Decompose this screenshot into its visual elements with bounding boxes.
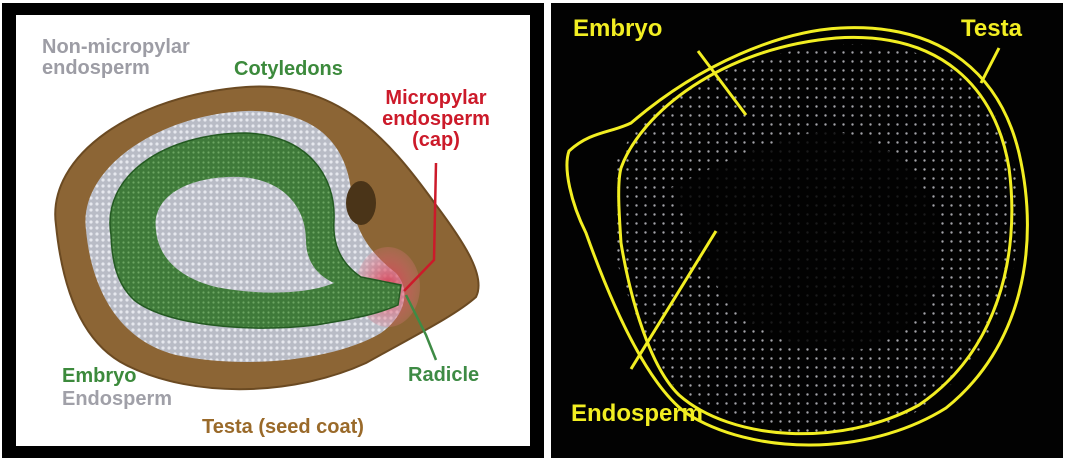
seed-schematic-illustration [551, 3, 1063, 458]
label-testa-right: Testa [961, 15, 1022, 43]
testa-leader-line [981, 48, 999, 83]
label-endosperm-right: Endosperm [571, 400, 703, 428]
label-micropylar-line1: Micropylar [366, 88, 506, 109]
label-non-micropylar-line1: Non-micropylar [42, 37, 190, 58]
label-non-micropylar-endosperm: Non-micropylar endosperm [42, 37, 190, 79]
right-diagram-frame: Embryo Testa Endosperm [551, 3, 1063, 458]
label-cotyledons: Cotyledons [234, 58, 343, 81]
label-testa-seed-coat: Testa (seed coat) [202, 416, 364, 439]
label-embryo: Embryo [62, 365, 136, 388]
label-micropylar-line2: endosperm [366, 109, 506, 130]
label-micropylar-line3: (cap) [366, 130, 506, 151]
label-endosperm: Endosperm [62, 388, 172, 411]
label-micropylar-endosperm: Micropylar endosperm (cap) [366, 88, 506, 151]
left-diagram-frame: Non-micropylar endosperm Cotyledons Micr… [2, 3, 544, 458]
left-diagram-canvas: Non-micropylar endosperm Cotyledons Micr… [16, 15, 530, 446]
label-non-micropylar-line2: endosperm [42, 58, 190, 79]
label-radicle: Radicle [408, 364, 479, 387]
label-embryo-right: Embryo [573, 15, 662, 43]
seed-cavity [346, 181, 376, 225]
